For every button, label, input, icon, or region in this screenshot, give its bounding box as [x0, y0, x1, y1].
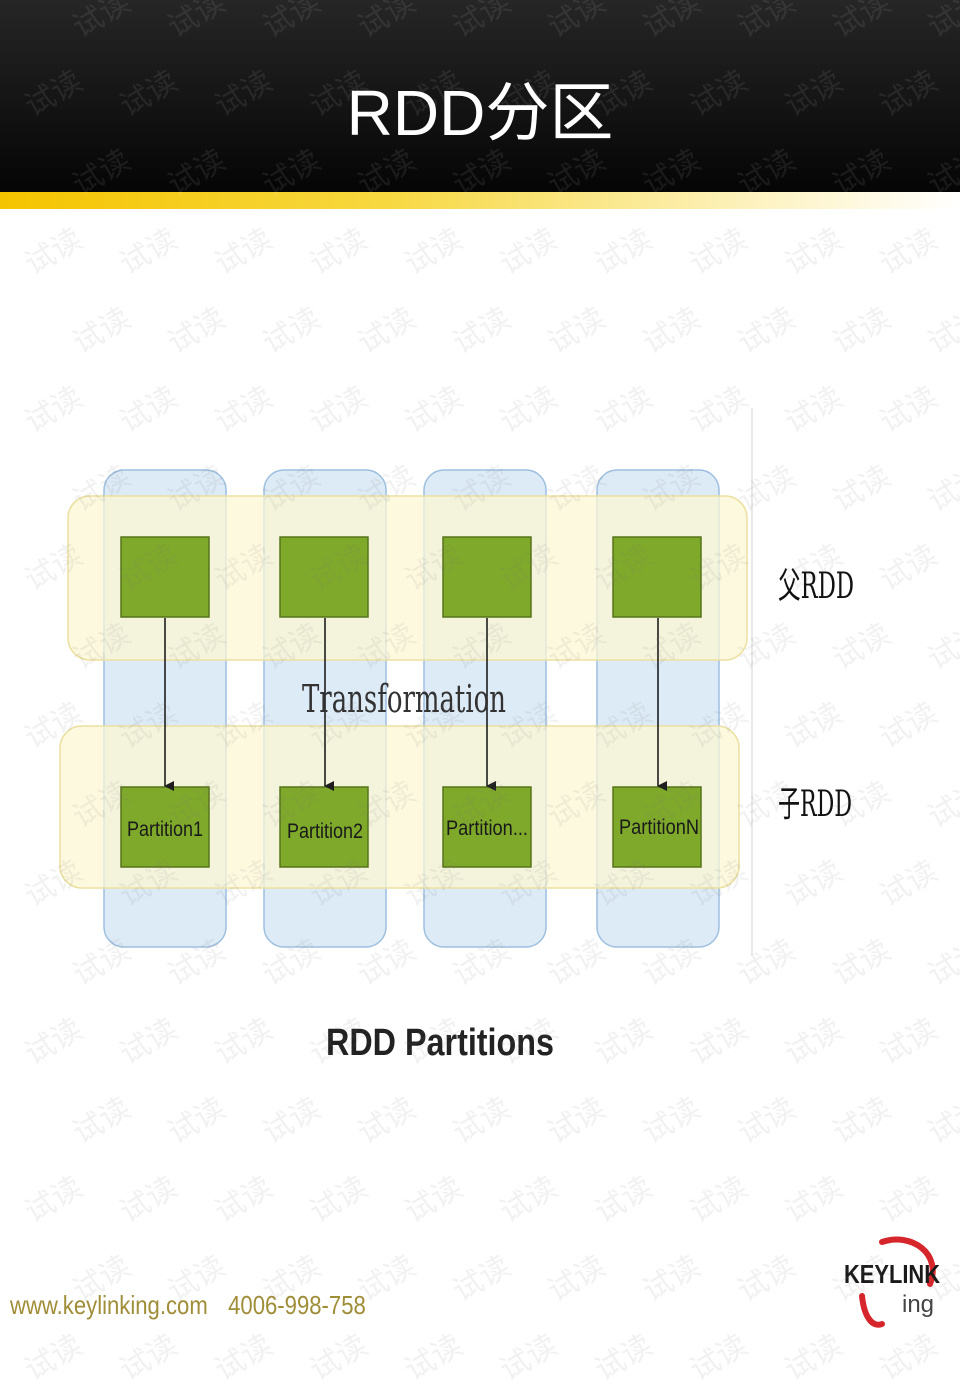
partition-label-1: Partition1: [127, 818, 203, 841]
rdd-partition-diagram: Transformation Partition1 Partition2 Par…: [59, 408, 854, 955]
footer-phone: 4006-998-758: [228, 1290, 366, 1320]
parent-partition-1: [120, 536, 210, 618]
accent-bar: [0, 192, 960, 209]
logo-subtext: ing: [902, 1291, 934, 1318]
child-partition-4: [612, 786, 702, 868]
diagram-caption: RDD Partitions: [326, 1022, 554, 1064]
partition-label-3: Partition...: [446, 817, 528, 840]
partition-label-2: Partition2: [287, 820, 363, 843]
slide-title: RDD分区: [346, 77, 614, 149]
child-partition-3: [442, 786, 532, 868]
transformation-label: Transformation: [302, 677, 506, 721]
keylink-logo: KEYLINK ing: [844, 1236, 940, 1328]
partition-label-4: PartitionN: [619, 816, 699, 839]
logo-text: KEYLINK: [844, 1259, 940, 1289]
parent-rdd-label: 父RDD: [778, 566, 854, 607]
parent-partition-3: [442, 536, 532, 618]
slide-header: RDD分区: [0, 0, 960, 192]
footer-website[interactable]: www.keylinking.com: [10, 1290, 208, 1320]
parent-partition-4: [612, 536, 702, 618]
child-rdd-band: [59, 725, 740, 889]
parent-partition-2: [279, 536, 369, 618]
child-rdd-label: 子RDD: [778, 784, 852, 825]
child-partition-2: [279, 786, 369, 868]
footer-contact: www.keylinking.com 4006-998-758: [10, 1290, 366, 1321]
parent-rdd-band: [67, 495, 748, 661]
